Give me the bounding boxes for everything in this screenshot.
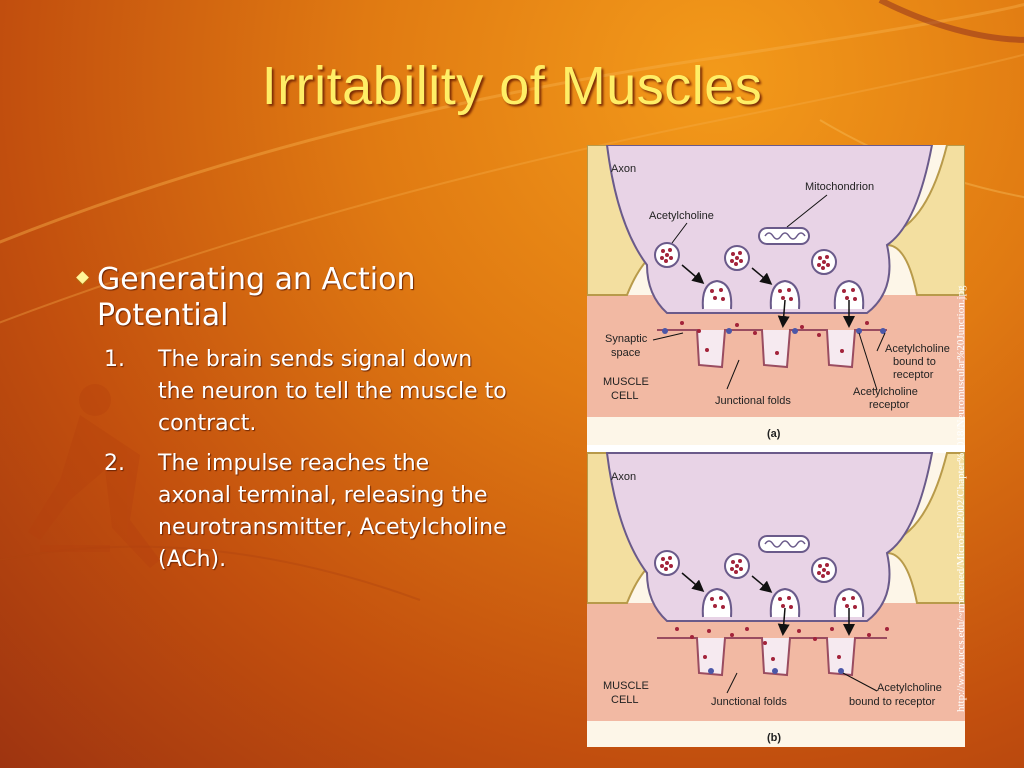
label-axon-a: Axon <box>611 163 636 175</box>
caption-a: (a) <box>767 428 781 440</box>
slide-content: Generating an Action Potential 1. The br… <box>76 262 508 584</box>
panel-a: Axon Mitochondrion Acetylcholine Synapti… <box>587 145 965 445</box>
runner-silhouette <box>28 384 160 568</box>
label-synaptic-2: space <box>611 347 640 359</box>
label-muscle-b-2: CELL <box>611 694 639 706</box>
label-receptor-1: Acetylcholine <box>853 386 918 398</box>
label-junctional-b: Junctional folds <box>711 696 787 708</box>
junctional-folds-b <box>657 637 887 677</box>
caption-b: (b) <box>767 732 781 744</box>
list-item: 1. The brain sends signal down the neuro… <box>104 344 508 440</box>
panel-b: Axon MUSCLE CELL Junctional folds Acetyl… <box>587 452 965 747</box>
bullet-item: Generating an Action Potential <box>76 262 508 334</box>
numbered-list: 1. The brain sends signal down the neuro… <box>104 344 508 576</box>
label-bound-2: bound to <box>893 356 936 368</box>
junction-diagram: Axon Mitochondrion Acetylcholine Synapti… <box>587 145 965 747</box>
label-muscle-b-1: MUSCLE <box>603 680 649 692</box>
neuromuscular-junction-figure: Axon Mitochondrion Acetylcholine Synapti… <box>587 145 965 747</box>
label-muscle-a-2: CELL <box>611 390 639 402</box>
label-bound-1: Acetylcholine <box>885 343 950 355</box>
slide-title: Irritability of Muscles <box>261 56 763 116</box>
source-url: http://www.uccs.edu/~rmelamed/MicroFall2… <box>955 285 967 712</box>
list-text: The brain sends signal down the neuron t… <box>158 347 507 436</box>
label-muscle-a-1: MUSCLE <box>603 376 649 388</box>
label-synaptic-1: Synaptic <box>605 333 648 345</box>
list-text: The impulse reaches the axonal terminal,… <box>158 451 507 572</box>
junctional-folds-a <box>657 329 887 369</box>
label-bound-b-2: bound to receptor <box>849 696 936 708</box>
list-item: 2. The impulse reaches the axonal termin… <box>104 448 508 576</box>
label-receptor-2: receptor <box>869 399 910 411</box>
list-number: 1. <box>104 347 125 372</box>
label-axon-b: Axon <box>611 471 636 483</box>
label-acetylcholine-a: Acetylcholine <box>649 210 714 222</box>
label-bound-3: receptor <box>893 369 934 381</box>
label-bound-b-1: Acetylcholine <box>877 682 942 694</box>
bullet-text: Generating an Action Potential <box>97 262 416 333</box>
diamond-bullet-icon <box>76 271 89 284</box>
list-number: 2. <box>104 451 125 476</box>
label-junctional-a: Junctional folds <box>715 395 791 407</box>
label-mitochondrion: Mitochondrion <box>805 181 874 193</box>
